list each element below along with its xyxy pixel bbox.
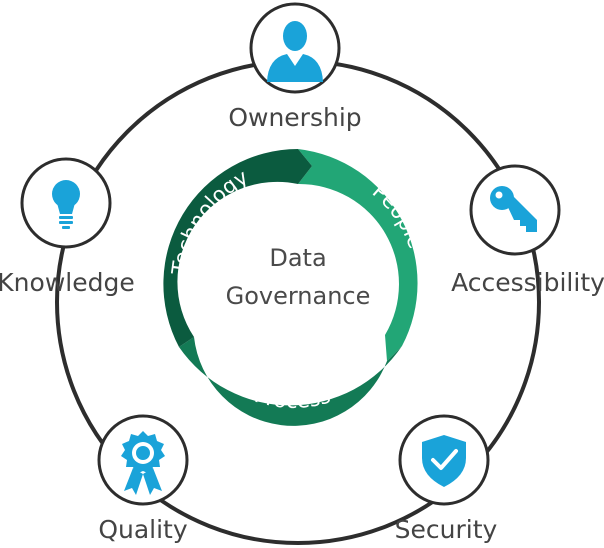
node-quality-label: Quality xyxy=(98,515,188,544)
ring-segment-people xyxy=(298,149,418,361)
center-title-line1: Data xyxy=(269,244,326,272)
key-icon xyxy=(490,186,537,232)
key-icon-hole xyxy=(495,191,503,199)
lightbulb-icon xyxy=(52,180,80,229)
node-security-label: Security xyxy=(395,515,498,544)
node-knowledge: Knowledge xyxy=(0,157,135,297)
award-badge-center xyxy=(136,446,150,460)
node-quality: Quality xyxy=(97,414,189,544)
center-title-line2: Governance xyxy=(226,282,371,310)
node-ownership: Ownership xyxy=(228,2,362,132)
governance-ring xyxy=(163,149,418,426)
node-knowledge-label: Knowledge xyxy=(0,268,135,297)
ring-segment-process xyxy=(179,337,402,426)
node-accessibility: Accessibility xyxy=(451,164,604,297)
shield-check-icon xyxy=(422,435,466,487)
checkmark-icon xyxy=(431,449,458,470)
node-ownership-label: Ownership xyxy=(228,103,361,132)
node-security: Security xyxy=(395,414,498,544)
ring-segment-technology xyxy=(163,149,312,347)
user-icon xyxy=(267,21,323,82)
node-accessibility-label: Accessibility xyxy=(451,268,604,297)
